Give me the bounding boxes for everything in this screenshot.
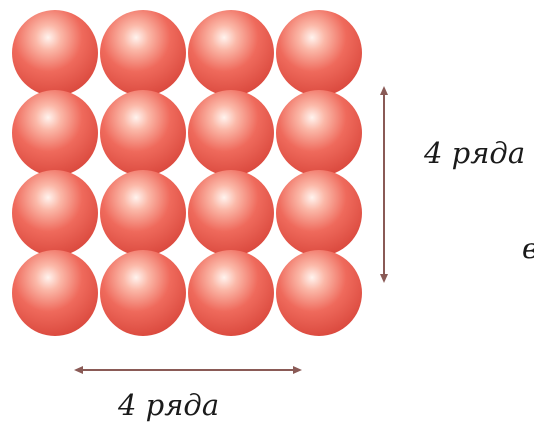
horizontal-rows-label: 4 ряда — [118, 388, 220, 422]
sphere — [12, 90, 98, 176]
sphere — [100, 250, 186, 336]
horizontal-arrow-head-left — [74, 366, 83, 374]
sphere — [276, 170, 362, 256]
spheres-group — [12, 10, 362, 336]
sphere — [276, 10, 362, 96]
sphere — [100, 90, 186, 176]
vertical-arrow-head-top — [380, 86, 388, 95]
sphere — [188, 250, 274, 336]
vertical-rows-label: 4 ряда — [424, 136, 526, 170]
sphere — [100, 10, 186, 96]
sphere — [12, 250, 98, 336]
horizontal-arrow-head-right — [293, 366, 302, 374]
sphere — [276, 250, 362, 336]
sphere — [276, 90, 362, 176]
arrows-group — [74, 86, 388, 374]
cut-off-letter-label: в — [522, 232, 534, 265]
sphere — [12, 10, 98, 96]
sphere — [188, 90, 274, 176]
vertical-arrow-head-bottom — [380, 274, 388, 283]
sphere — [100, 170, 186, 256]
sphere — [188, 170, 274, 256]
sphere — [12, 170, 98, 256]
sphere — [188, 10, 274, 96]
